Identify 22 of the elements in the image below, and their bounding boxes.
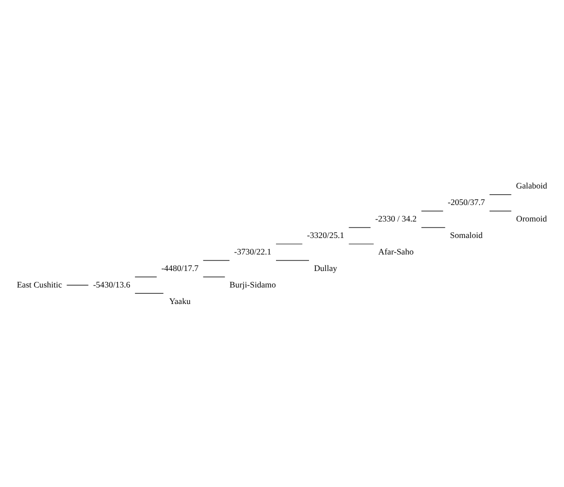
node-text: -5430/13.6: [93, 278, 130, 289]
connector: [66, 284, 89, 285]
connector: [421, 226, 446, 228]
node-text: -3320/25.1: [307, 230, 344, 240]
node-text: -3730/22.1: [234, 246, 272, 256]
node-text: Afar-Saho: [378, 246, 414, 256]
node-text: -2330 / 34.2: [375, 213, 417, 224]
node-text: Somaloid: [450, 230, 483, 240]
node-text: Burji-Sidamo: [230, 278, 276, 289]
node-text: Yaaku: [169, 295, 191, 306]
node-text: Galaboid: [516, 180, 548, 190]
node-text: -2050/37.7: [448, 196, 485, 207]
node-text: -4480/17.7: [161, 262, 198, 272]
connector: [134, 292, 164, 294]
node-text: Dullay: [314, 262, 338, 272]
node-text: East Cushitic: [16, 278, 62, 289]
connector: [489, 210, 512, 211]
connector: [134, 276, 158, 277]
connector: [348, 226, 371, 228]
connector: [202, 276, 226, 277]
connector: [421, 210, 444, 211]
node-text: Oromoid: [516, 213, 547, 224]
